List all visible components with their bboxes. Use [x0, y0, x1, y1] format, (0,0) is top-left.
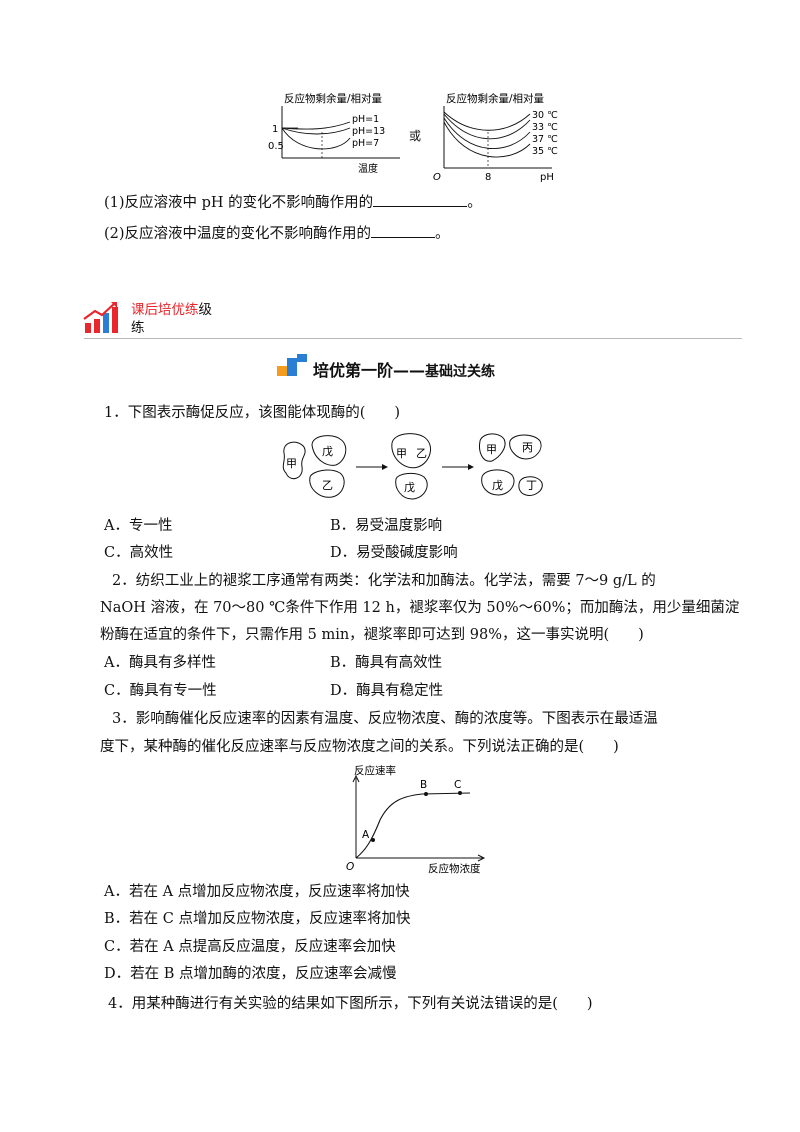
q1-fig-label-5: 乙: [416, 447, 427, 460]
q3-option-a: A．若在 A 点增加反应物浓度，反应速率将加快: [104, 884, 410, 900]
q1-fig-label-6: 戊: [404, 481, 415, 494]
left-chart-series-3: pH=7: [352, 138, 379, 149]
stage-title-part2: 基础过关练: [425, 364, 496, 380]
top-figure-left: 反应物剩余量/相对量 1 0.5 pH=1 pH=13 pH=7 温度: [268, 92, 400, 175]
q2-option-b: B．酶具有高效性: [330, 655, 443, 671]
pre-question-1-blank: [373, 192, 468, 207]
q1-fig-label-7: 甲: [486, 443, 497, 456]
section-divider: [84, 338, 742, 339]
right-chart-series-3: 37 ℃: [532, 134, 558, 145]
q2-stem-line-3: 粉酶在适宜的条件下，只需作用 5 min，褪浆率即可达到 98%，这一事实说明(…: [100, 627, 644, 643]
q3-chart-point-a: A: [362, 829, 370, 841]
q3-chart-origin: O: [346, 861, 354, 873]
right-chart-xtick: 8: [485, 172, 491, 183]
q2-option-a: A．酶具有多样性: [104, 655, 216, 671]
q3-option-b: B．若在 C 点增加反应物浓度，反应速率将加快: [104, 911, 411, 927]
pre-question-2-blank: [371, 223, 436, 238]
stairs-icon: [277, 354, 307, 376]
left-chart-series-1: pH=1: [352, 114, 379, 125]
q2-stem-line-2: NaOH 溶液，在 70～80 ℃条件下作用 12 h，褪浆率仅为 50%～60…: [100, 600, 740, 616]
q1-fig-label-10: 丁: [526, 479, 537, 492]
growth-chart-icon: [83, 302, 118, 333]
q1-fig-label-4: 甲: [396, 447, 407, 460]
right-chart-series-2: 33 ℃: [532, 122, 558, 133]
q1-fig-label-1: 甲: [286, 457, 297, 470]
right-chart-series-1: 30 ℃: [532, 110, 558, 121]
pre-question-1-text: (1)反应溶液中 pH 的变化不影响酶作用的: [104, 195, 374, 211]
left-chart-series-2: pH=13: [352, 126, 385, 137]
q3-chart-ylabel: 反应速率: [354, 764, 396, 777]
stage-title-part1: 培优第一阶: [313, 361, 394, 380]
pre-question-2-end: 。: [435, 226, 450, 242]
section-header-title-line2: 练: [131, 320, 145, 336]
q2-option-d: D．酶具有稳定性: [330, 683, 444, 699]
right-chart-series-4: 35 ℃: [532, 146, 558, 157]
q1-option-c: C．高效性: [104, 545, 174, 561]
pre-question-2: (2)反应溶液中温度的变化不影响酶作用的 。: [104, 223, 450, 244]
pre-question-1: (1)反应溶液中 pH 的变化不影响酶作用的 。: [104, 192, 482, 213]
section-header-title-red: 课后培优练: [131, 302, 199, 318]
q2-stem-line-1: 2．纺织工业上的褪浆工序通常有两类：化学法和加酶法。化学法，需要 7～9 g/L…: [112, 573, 656, 589]
q3-chart-xlabel: 反应物浓度: [428, 862, 481, 875]
q3-option-d: D．若在 B 点增加酶的浓度，反应速率会减慢: [104, 966, 397, 982]
q1-option-d: D．易受酸碱度影响: [330, 545, 458, 561]
q3-chart-point-b: B: [420, 779, 427, 791]
q1-option-a: A．专一性: [104, 518, 173, 534]
q3-stem-line-2: 度下，某种酶的催化反应速率与反应物浓度之间的关系。下列说法正确的是( ): [100, 739, 619, 755]
q1-option-b: B．易受温度影响: [330, 518, 443, 534]
stage-title-dash: ——: [393, 361, 426, 380]
stage-title: 培优第一阶——基础过关练: [313, 361, 495, 382]
left-chart-xlabel: 温度: [358, 162, 378, 175]
or-text: 或: [409, 129, 422, 143]
left-chart-ytick-1: 1: [272, 124, 278, 135]
right-chart-ylabel: 反应物剩余量/相对量: [446, 92, 545, 105]
right-chart-xlabel: pH: [540, 172, 554, 183]
q2-option-c: C．酶具有专一性: [104, 683, 217, 699]
pre-question-1-end: 。: [467, 195, 482, 211]
left-chart-ytick-2: 0.5: [268, 141, 284, 152]
q1-fig-label-2: 戊: [322, 445, 333, 458]
top-figure-right: 反应物剩余量/相对量 30 ℃ 33 ℃ 37 ℃ 35 ℃ O 8 pH: [433, 92, 558, 183]
section-header-title-black: 级: [198, 302, 213, 318]
q1-fig-label-3: 乙: [322, 479, 333, 492]
section-header-title: 课后培优练级: [131, 300, 212, 320]
right-chart-origin: O: [433, 172, 441, 183]
q1-enzyme-diagram: 甲 戊 乙 甲 乙 戊 甲 丙 戊 丁: [282, 433, 543, 500]
q3-rate-chart: 反应速率 A B C O 反应物浓度: [346, 764, 486, 875]
q1-fig-label-9: 戊: [492, 479, 503, 492]
pre-question-2-text: (2)反应溶液中温度的变化不影响酶作用的: [104, 226, 372, 242]
q4-stem: 4．用某种酶进行有关实验的结果如下图所示，下列有关说法错误的是( ): [108, 996, 593, 1012]
q3-option-c: C．若在 A 点提高反应温度，反应速率会加快: [104, 939, 396, 955]
q3-stem-line-1: 3．影响酶催化反应速率的因素有温度、反应物浓度、酶的浓度等。下图表示在最适温: [112, 711, 658, 727]
q1-stem: 1．下图表示酶促反应，该图能体现酶的( ): [104, 405, 401, 421]
q3-chart-point-c: C: [454, 779, 461, 791]
q1-fig-label-8: 丙: [522, 441, 533, 454]
left-chart-ylabel: 反应物剩余量/相对量: [284, 92, 383, 105]
